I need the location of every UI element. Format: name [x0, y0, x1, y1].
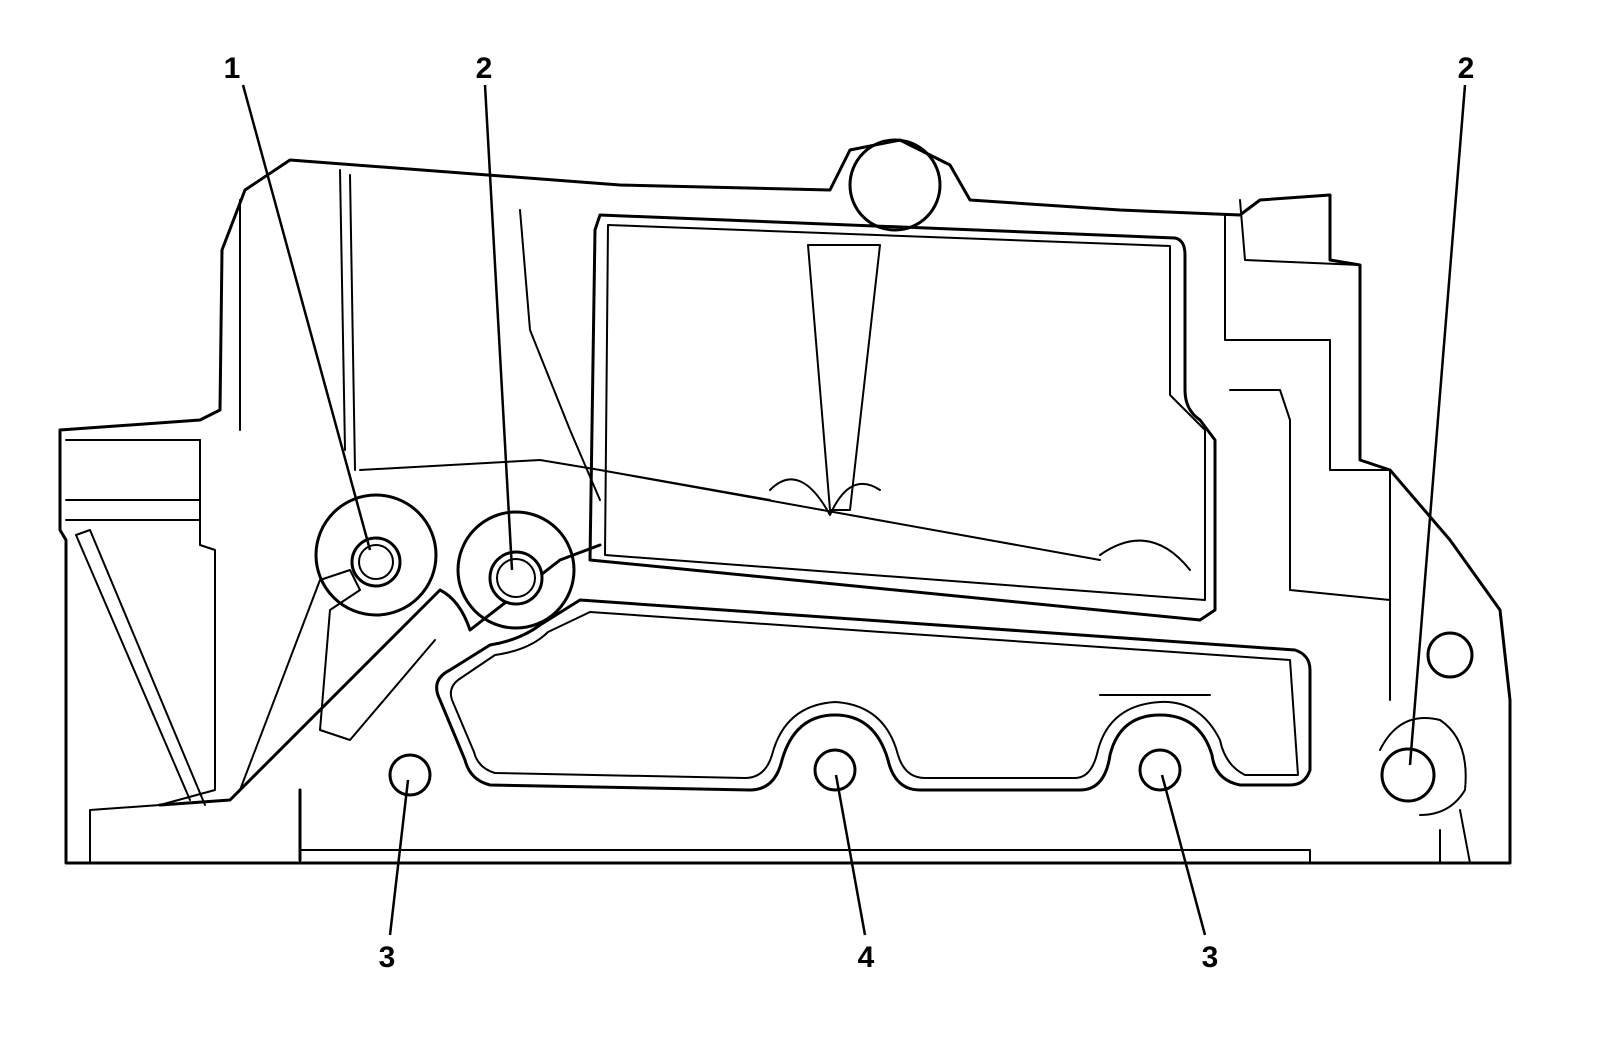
bolt-hole-2-right	[1380, 747, 1436, 803]
callout-3-right: 3	[1202, 941, 1219, 974]
bolt-hole-3-right	[1138, 748, 1182, 792]
bolt-hole-3-left	[388, 753, 432, 797]
bolt-hole-4	[813, 748, 857, 792]
leader-lines	[241, 84, 1467, 936]
callouts: 1 2 2 3 4 3	[224, 52, 1475, 974]
callout-2-left: 2	[476, 52, 493, 85]
housing-outline	[58, 138, 1512, 865]
callout-1: 1	[224, 52, 241, 85]
callout-4: 4	[858, 941, 875, 974]
callout-2-right: 2	[1458, 52, 1475, 85]
bolt-holes	[350, 536, 1436, 803]
callout-3-left: 3	[379, 941, 396, 974]
